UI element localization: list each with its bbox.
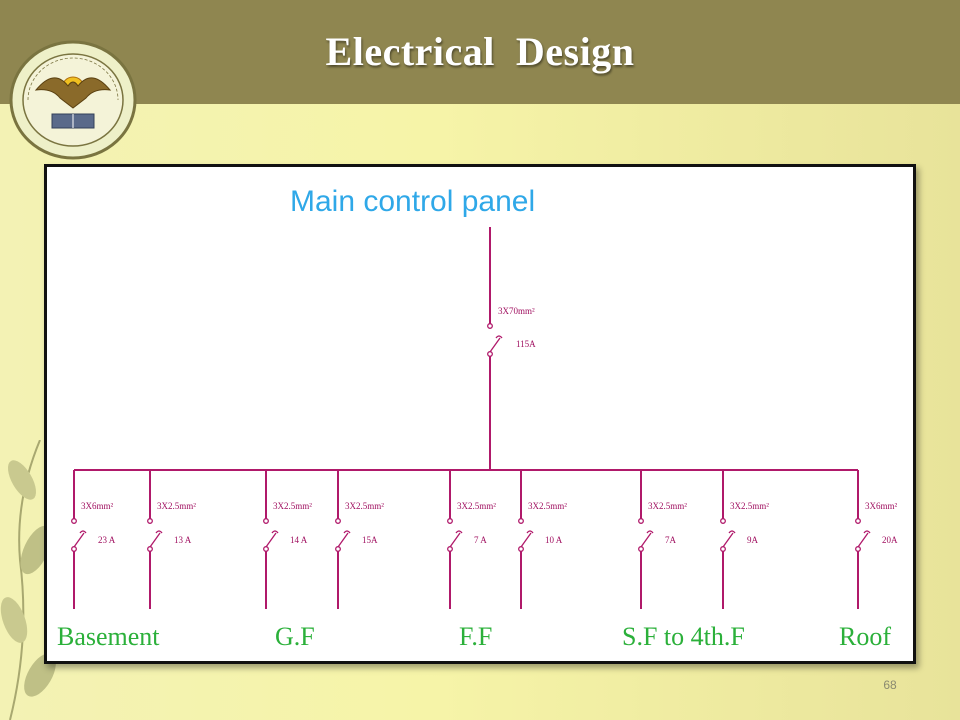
terminal (447, 518, 453, 524)
trip-arc (455, 530, 463, 534)
terminal (638, 546, 644, 552)
terminal (147, 518, 153, 524)
page-number: 68 (883, 678, 897, 692)
floor-groups: Basement G.F F.F S.F to 4th.F Roof (57, 622, 891, 651)
terminal (71, 546, 77, 552)
branch-rating-label: 20A (882, 535, 898, 545)
branch-breaker (335, 518, 351, 552)
trip-arc (155, 530, 163, 534)
terminal (855, 546, 861, 552)
switch-blade (265, 532, 277, 548)
trip-arc (79, 530, 87, 534)
trip-arc (646, 530, 654, 534)
branch-cable-label: 3X2.5mm² (457, 501, 496, 511)
branch-breaker (447, 518, 463, 552)
branch-breaker (71, 518, 87, 552)
group-label-5: Roof (839, 622, 891, 651)
group-label-2: G.F (275, 622, 315, 651)
terminal (638, 518, 644, 524)
trip-arc (271, 530, 279, 534)
branch-rating-label: 7 A (474, 535, 487, 545)
branch-cable-label: 3X2.5mm² (273, 501, 312, 511)
branch-5: 3X2.5mm² 7 A (447, 470, 496, 609)
terminal (487, 351, 493, 357)
single-line-diagram: Main control panel 3X70mm² 115A 3X6mm² 23 … (57, 185, 898, 651)
branch-rating-label: 15A (362, 535, 378, 545)
branch-rating-label: 10 A (545, 535, 563, 545)
branch-breaker (263, 518, 279, 552)
group-label-1: Basement (57, 622, 160, 651)
main-panel-label: Main control panel (290, 185, 535, 218)
terminal (518, 518, 524, 524)
branch-2: 3X2.5mm² 13 A (147, 470, 196, 609)
terminal (518, 546, 524, 552)
switch-blade (640, 532, 652, 548)
slide-title: Electrical Design (325, 29, 635, 74)
switch-blade (449, 532, 461, 548)
trip-arc (526, 530, 534, 534)
main-breaker (487, 323, 503, 357)
main-cable-label: 3X70mm² (498, 306, 535, 316)
branch-4: 3X2.5mm² 15A (335, 470, 384, 609)
branch-3: 3X2.5mm² 14 A (263, 470, 312, 609)
trip-arc (863, 530, 871, 534)
terminal (335, 518, 341, 524)
branch-rating-label: 9A (747, 535, 759, 545)
branch-breaker (855, 518, 871, 552)
branch-8: 3X2.5mm² 9A (720, 470, 769, 609)
group-label-4: S.F to 4th.F (622, 622, 745, 651)
main-feeder: 3X70mm² 115A (487, 227, 536, 470)
terminal (447, 546, 453, 552)
main-breaker-rating: 115A (516, 339, 536, 349)
terminal (263, 518, 269, 524)
branch-breaker (147, 518, 163, 552)
branch-rating-label: 13 A (174, 535, 192, 545)
branch-breaker (720, 518, 736, 552)
trip-arc (495, 335, 503, 339)
terminal (720, 518, 726, 524)
branch-cable-label: 3X2.5mm² (648, 501, 687, 511)
branch-9: 3X6mm² 20A (855, 470, 898, 609)
branch-cable-label: 3X6mm² (81, 501, 114, 511)
switch-blade (149, 532, 161, 548)
switch-blade (489, 337, 501, 353)
switch-blade (73, 532, 85, 548)
branch-cable-label: 3X2.5mm² (730, 501, 769, 511)
branch-1: 3X6mm² 23 A (71, 470, 116, 609)
terminal (720, 546, 726, 552)
trip-arc (343, 530, 351, 534)
switch-blade (520, 532, 532, 548)
terminal (487, 323, 493, 329)
branch-rating-label: 23 A (98, 535, 116, 545)
branch-breaker (638, 518, 654, 552)
leaf-decoration (0, 440, 56, 720)
branch-breaker (518, 518, 534, 552)
title-bar (0, 0, 960, 104)
terminal (147, 546, 153, 552)
diagram-frame: Main control panel 3X70mm² 115A 3X6mm² 23 … (44, 164, 916, 664)
switch-blade (857, 532, 869, 548)
branch-rating-label: 14 A (290, 535, 308, 545)
branch-6: 3X2.5mm² 10 A (518, 470, 567, 609)
branch-cable-label: 3X2.5mm² (345, 501, 384, 511)
university-logo (9, 40, 137, 160)
branch-rating-label: 7A (665, 535, 677, 545)
terminal (263, 546, 269, 552)
terminal (855, 518, 861, 524)
branch-cable-label: 3X6mm² (865, 501, 898, 511)
branch-cable-label: 3X2.5mm² (528, 501, 567, 511)
terminal (335, 546, 341, 552)
branch-7: 3X2.5mm² 7A (638, 470, 687, 609)
group-label-3: F.F (459, 622, 492, 651)
trip-arc (728, 530, 736, 534)
switch-blade (722, 532, 734, 548)
branch-cable-label: 3X2.5mm² (157, 501, 196, 511)
switch-blade (337, 532, 349, 548)
terminal (71, 518, 77, 524)
